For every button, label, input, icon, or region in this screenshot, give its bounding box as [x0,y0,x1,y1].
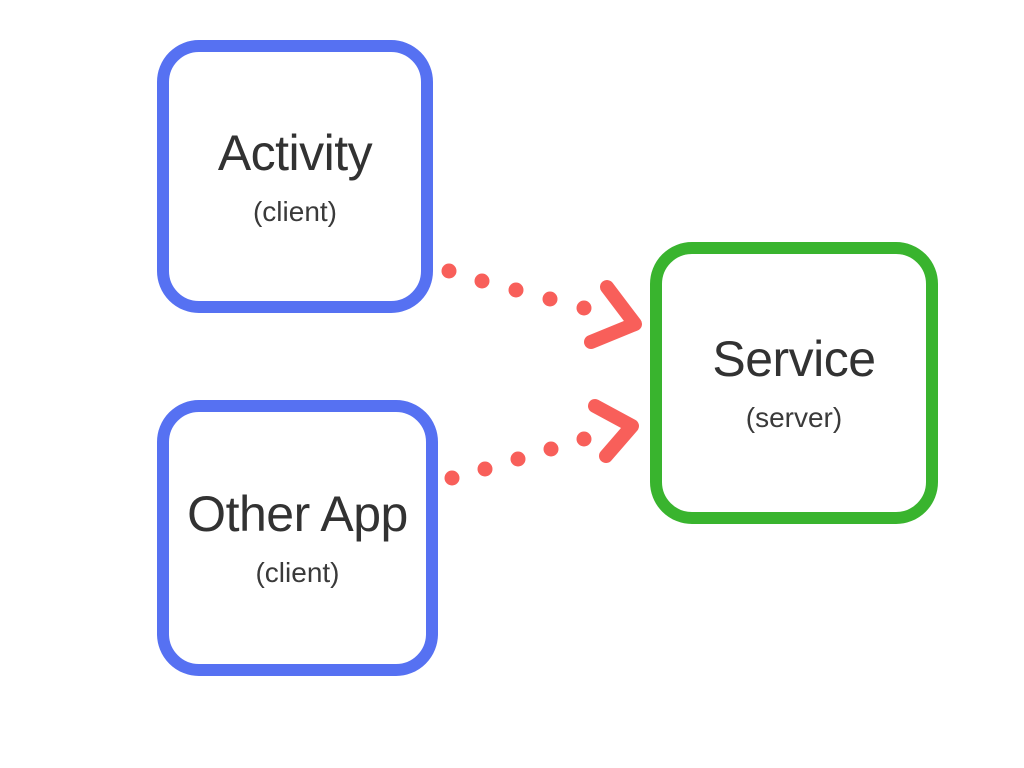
arrow-dot [543,441,559,457]
service-box-subtitle: (server) [745,402,843,433]
activity-client-box: Activity (client) [157,40,433,313]
arrow-dot [576,300,592,316]
other-app-client-box: Other App (client) [157,400,438,676]
arrowhead-chevron-icon [588,399,639,463]
arrow-dot [477,461,493,477]
service-box-title: Service [712,331,876,387]
service-server-box: Service (server) [650,242,938,524]
activity-box-subtitle: (client) [252,195,337,227]
activity-box-title: Activity [217,124,373,181]
arrow-dot [474,273,490,289]
arrow-other-app-to-service [444,399,639,486]
arrow-dot [510,451,526,467]
other-app-box-subtitle: (client) [255,557,340,588]
arrow-dot [444,470,460,486]
arrow-dot [441,263,457,279]
arrowhead-chevron-icon [584,280,642,349]
arrow-dot [508,282,524,298]
arrow-dot [542,291,558,307]
arrow-dot [576,431,592,447]
other-app-box-title: Other App [187,486,408,542]
arrow-activity-to-service [441,263,642,349]
